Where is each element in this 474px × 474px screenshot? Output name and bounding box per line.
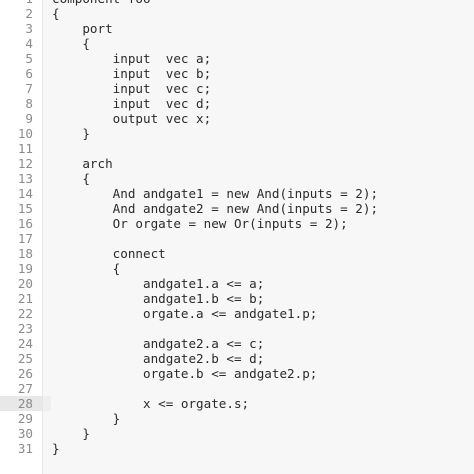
code-text[interactable]: port xyxy=(52,21,113,36)
code-text[interactable]: input vec c; xyxy=(52,81,212,96)
code-line[interactable]: 27 xyxy=(0,381,474,396)
line-number: 17 xyxy=(17,231,33,246)
line-number: 11 xyxy=(17,141,33,156)
line-number: 26 xyxy=(17,366,33,381)
code-line[interactable]: 6 input vec b; xyxy=(0,66,474,81)
line-number: 25 xyxy=(17,351,33,366)
code-line[interactable]: 20 andgate1.a <= a; xyxy=(0,276,474,291)
line-number: 6 xyxy=(25,66,33,81)
code-text[interactable]: orgate.b <= andgate2.p; xyxy=(52,366,318,381)
code-text[interactable]: input vec a; xyxy=(52,51,212,66)
code-line[interactable]: 30 } xyxy=(0,426,474,441)
code-line[interactable]: 1component foo xyxy=(0,0,474,6)
line-number: 2 xyxy=(25,6,33,21)
code-text[interactable]: andgate1.b <= b; xyxy=(52,291,265,306)
code-line[interactable]: 25 andgate2.b <= d; xyxy=(0,351,474,366)
code-text[interactable]: andgate2.b <= d; xyxy=(52,351,265,366)
gutter-divider xyxy=(42,0,43,474)
code-line[interactable]: 21 andgate1.b <= b; xyxy=(0,291,474,306)
line-number: 14 xyxy=(17,186,33,201)
code-text[interactable]: { xyxy=(52,36,90,51)
code-line[interactable]: 11 xyxy=(0,141,474,156)
code-line[interactable]: 14 And andgate1 = new And(inputs = 2); xyxy=(0,186,474,201)
line-number: 5 xyxy=(25,51,33,66)
code-text[interactable]: } xyxy=(52,426,90,441)
code-text[interactable]: { xyxy=(52,261,121,276)
line-number: 4 xyxy=(25,36,33,51)
code-line[interactable]: 19 { xyxy=(0,261,474,276)
code-text[interactable]: andgate1.a <= a; xyxy=(52,276,265,291)
code-text[interactable]: andgate2.a <= c; xyxy=(52,336,265,351)
code-text[interactable]: x <= orgate.s; xyxy=(52,396,250,411)
code-text[interactable]: } xyxy=(52,126,90,141)
code-line[interactable]: 3 port xyxy=(0,21,474,36)
line-number: 31 xyxy=(17,441,33,456)
code-text[interactable]: input vec b; xyxy=(52,66,212,81)
line-number-gutter xyxy=(0,0,42,474)
code-text[interactable] xyxy=(43,141,474,156)
code-line[interactable]: 23 xyxy=(0,321,474,336)
code-line-current[interactable]: 28 x <= orgate.s; xyxy=(0,396,474,411)
line-number: 20 xyxy=(17,276,33,291)
line-number: 13 xyxy=(17,171,33,186)
line-number: 28 xyxy=(0,396,42,411)
code-line[interactable]: 15 And andgate2 = new And(inputs = 2); xyxy=(0,201,474,216)
code-text[interactable] xyxy=(43,321,474,336)
code-line[interactable]: 24 andgate2.a <= c; xyxy=(0,336,474,351)
code-text[interactable]: component foo xyxy=(43,0,474,6)
line-number: 7 xyxy=(25,81,33,96)
code-text[interactable]: And andgate1 = new And(inputs = 2); xyxy=(52,186,379,201)
code-line[interactable]: 8 input vec d; xyxy=(0,96,474,111)
line-number: 22 xyxy=(17,306,33,321)
code-line[interactable]: 2{ xyxy=(0,6,474,21)
line-number: 12 xyxy=(17,156,33,171)
code-text[interactable]: { xyxy=(52,6,60,21)
code-text[interactable]: } xyxy=(52,441,60,456)
line-number: 24 xyxy=(17,336,33,351)
code-line[interactable]: 5 input vec a; xyxy=(0,51,474,66)
code-line[interactable]: 31} xyxy=(0,441,474,456)
code-text[interactable]: arch xyxy=(52,156,113,171)
code-line[interactable]: 22 orgate.a <= andgate1.p; xyxy=(0,306,474,321)
line-number: 27 xyxy=(17,381,33,396)
line-number: 29 xyxy=(17,411,33,426)
code-line[interactable]: 26 orgate.b <= andgate2.p; xyxy=(0,366,474,381)
code-text[interactable]: { xyxy=(52,171,90,186)
code-text[interactable]: } xyxy=(52,411,121,426)
code-line[interactable]: 10 } xyxy=(0,126,474,141)
line-number: 9 xyxy=(25,111,33,126)
code-line[interactable]: 29 } xyxy=(0,411,474,426)
line-number: 3 xyxy=(25,21,33,36)
line-number: 10 xyxy=(17,126,33,141)
line-number: 18 xyxy=(17,246,33,261)
code-line[interactable]: 4 { xyxy=(0,36,474,51)
line-number: 19 xyxy=(17,261,33,276)
current-line-highlight xyxy=(43,396,51,411)
code-text[interactable]: orgate.a <= andgate1.p; xyxy=(52,306,318,321)
code-text[interactable] xyxy=(43,231,474,246)
code-line[interactable]: 18 connect xyxy=(0,246,474,261)
code-line[interactable]: 13 { xyxy=(0,171,474,186)
code-line[interactable]: 17 xyxy=(0,231,474,246)
line-number: 8 xyxy=(25,96,33,111)
line-number: 15 xyxy=(17,201,33,216)
code-text[interactable]: output vec x; xyxy=(52,111,212,126)
code-text[interactable] xyxy=(43,381,474,396)
code-text[interactable]: connect xyxy=(52,246,166,261)
code-text[interactable]: input vec d; xyxy=(52,96,212,111)
line-number: 1 xyxy=(0,0,42,6)
code-text[interactable]: Or orgate = new Or(inputs = 2); xyxy=(52,216,348,231)
line-number: 30 xyxy=(17,426,33,441)
code-line[interactable]: 7 input vec c; xyxy=(0,81,474,96)
line-number: 16 xyxy=(17,216,33,231)
line-number: 23 xyxy=(17,321,33,336)
code-line[interactable]: 12 arch xyxy=(0,156,474,171)
code-line[interactable]: 16 Or orgate = new Or(inputs = 2); xyxy=(0,216,474,231)
code-line[interactable]: 9 output vec x; xyxy=(0,111,474,126)
line-number: 21 xyxy=(17,291,33,306)
code-text[interactable]: And andgate2 = new And(inputs = 2); xyxy=(52,201,379,216)
